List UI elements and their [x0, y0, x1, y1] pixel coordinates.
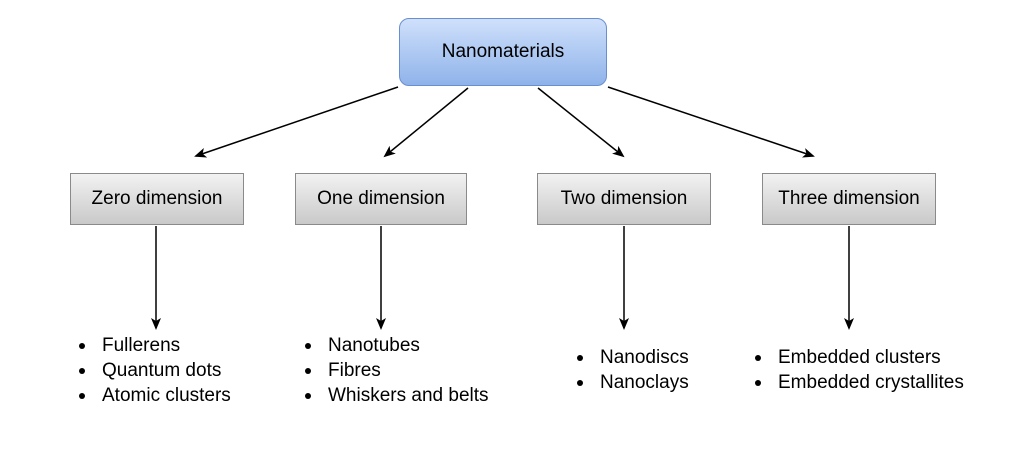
list-item: Embedded clusters — [752, 345, 964, 370]
zero-dimension-examples-list: Fullerens Quantum dots Atomic clusters — [76, 333, 231, 408]
arrow-root-to-two-dimension — [537, 87, 625, 158]
two-dimension-examples-list: Nanodiscs Nanoclays — [574, 345, 689, 395]
arrow-root-to-three-dimension — [607, 86, 815, 158]
list-item: Fibres — [302, 358, 489, 383]
category-label: Three dimension — [778, 188, 920, 209]
list-item: Atomic clusters — [76, 383, 231, 408]
category-node-zero-dimension: Zero dimension — [70, 173, 244, 225]
list-item: Whiskers and belts — [302, 383, 489, 408]
one-dimension-examples-list: Nanotubes Fibres Whiskers and belts — [302, 333, 489, 408]
list-item: Fullerens — [76, 333, 231, 358]
list-item: Nanodiscs — [574, 345, 689, 370]
category-label: One dimension — [317, 188, 445, 209]
list-item: Nanotubes — [302, 333, 489, 358]
category-label: Zero dimension — [91, 188, 223, 209]
category-node-three-dimension: Three dimension — [762, 173, 936, 225]
category-node-one-dimension: One dimension — [295, 173, 467, 225]
list-item: Quantum dots — [76, 358, 231, 383]
three-dimension-examples-list: Embedded clusters Embedded crystallites — [752, 345, 964, 395]
root-node-nanomaterials: Nanomaterials — [399, 18, 607, 86]
arrow-root-to-one-dimension — [383, 87, 469, 158]
category-label: Two dimension — [560, 188, 688, 209]
list-item: Embedded crystallites — [752, 370, 964, 395]
root-node-label: Nanomaterials — [441, 41, 565, 62]
list-item: Nanoclays — [574, 370, 689, 395]
arrow-root-to-zero-dimension — [194, 86, 399, 158]
category-node-two-dimension: Two dimension — [537, 173, 711, 225]
